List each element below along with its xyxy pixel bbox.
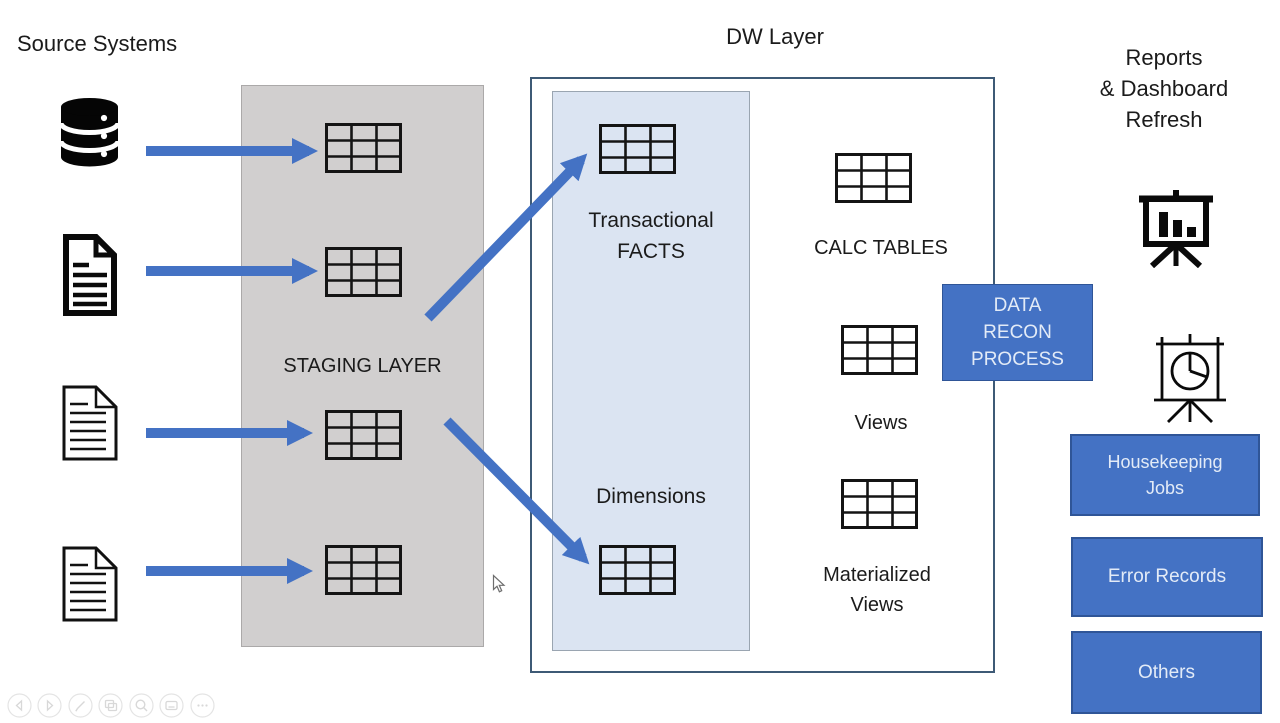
presentation-pie-chart-icon: [1154, 334, 1226, 423]
views-label: Views: [854, 412, 908, 434]
data-recon-process-box: DATA RECON PROCESS: [942, 284, 1093, 381]
source-systems-title: Source Systems: [17, 31, 178, 56]
magnifier-icon: [129, 693, 154, 718]
table-icon: [325, 247, 402, 297]
table-icon: [841, 479, 918, 529]
see-all-slides-button[interactable]: [98, 693, 123, 718]
table-icon: [599, 545, 676, 595]
error-records-box: Error Records: [1071, 537, 1263, 617]
pen-button[interactable]: [68, 693, 93, 718]
next-slide-button[interactable]: [37, 693, 62, 718]
table-icon: [325, 545, 402, 595]
presentation-bar-chart-icon: [1139, 190, 1213, 268]
housekeeping-jobs-box: Housekeeping Jobs: [1070, 434, 1260, 516]
document-icon: [62, 385, 118, 461]
others-box: Others: [1071, 631, 1262, 714]
calc-tables-label: CALC TABLES: [814, 237, 948, 259]
previous-slide-button[interactable]: [7, 693, 32, 718]
table-icon: [325, 123, 402, 173]
dimensions-label: Dimensions: [596, 485, 706, 508]
database-icon: [59, 98, 120, 167]
materialized-views-label: Materialized Views: [823, 564, 931, 616]
table-icon: [599, 124, 676, 174]
transactional-facts-label: Transactional FACTS: [588, 209, 714, 263]
next-icon: [37, 693, 62, 718]
dw-layer-title: DW Layer: [726, 24, 824, 49]
ellipsis-icon: [190, 693, 215, 718]
document-bold-icon: [63, 234, 117, 316]
staging-layer-label: STAGING LAYER: [283, 355, 442, 377]
captions-button[interactable]: [159, 693, 184, 718]
previous-icon: [7, 693, 32, 718]
see-all-slides-icon: [98, 693, 123, 718]
pen-icon: [68, 693, 93, 718]
zoom-button[interactable]: [129, 693, 154, 718]
captions-icon: [159, 693, 184, 718]
mouse-cursor: [492, 574, 506, 593]
document-icon: [62, 546, 118, 622]
table-icon: [325, 410, 402, 460]
table-icon: [835, 153, 912, 203]
reports-dashboard-title: Reports & Dashboard Refresh: [1099, 45, 1229, 132]
table-icon: [841, 325, 918, 375]
more-options-button[interactable]: [190, 693, 215, 718]
